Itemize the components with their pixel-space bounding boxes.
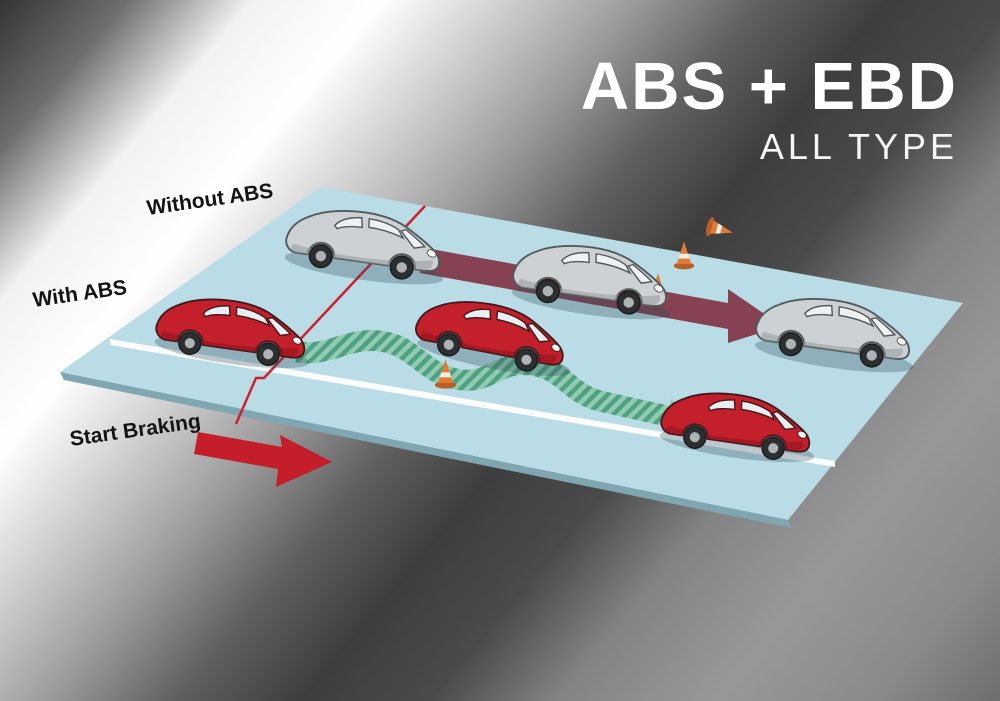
subtitle-all-type: ALL TYPE xyxy=(759,126,958,168)
with-abs-path-wave xyxy=(295,329,670,427)
start-braking-line xyxy=(234,205,426,425)
start-braking-arrow xyxy=(194,432,332,487)
lane-divider-line xyxy=(110,339,835,467)
title-block: ABS + EBD ALL TYPE xyxy=(580,49,958,168)
title-abs-ebd: ABS + EBD xyxy=(580,49,958,124)
tipped-traffic-cone-icon xyxy=(704,216,736,243)
